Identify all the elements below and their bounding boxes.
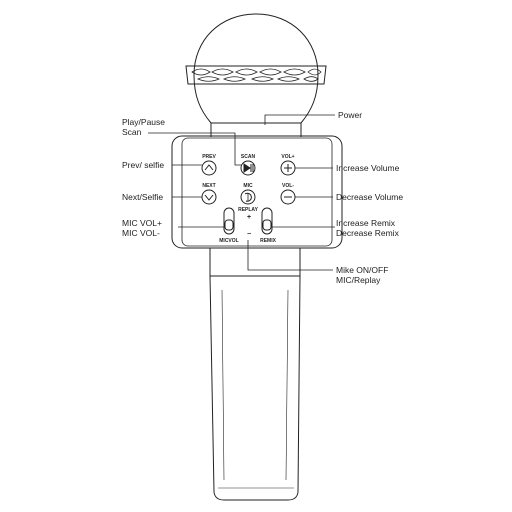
decrease-remix-label: Decrease Remix <box>336 228 399 238</box>
mic-ring-pattern <box>191 68 322 82</box>
chevron-up-icon <box>204 164 214 171</box>
panel-replay-text: REPLAY <box>238 207 258 213</box>
mic-head <box>193 13 319 124</box>
remix-slider[interactable] <box>261 207 273 235</box>
plus-icon <box>284 164 292 172</box>
mic-vol-minus-label: MIC VOL- <box>122 228 160 238</box>
next-button[interactable] <box>201 189 217 205</box>
callout-lines <box>148 114 335 271</box>
mic-handle-shade <box>221 289 289 481</box>
mic-replay-icon <box>244 192 252 202</box>
panel-plus-sign: + <box>247 214 251 221</box>
panel-minus-sign: − <box>247 231 251 238</box>
mic-button[interactable] <box>240 189 256 205</box>
increase-remix-label: Increase Remix <box>336 218 396 228</box>
panel-prev-text: PREV <box>202 154 216 160</box>
control-panel-face <box>181 137 333 247</box>
mic-neck <box>210 122 302 137</box>
mic-ring-band <box>185 65 327 85</box>
increase-volume-label: Increase Volume <box>336 163 400 173</box>
panel-micvol-text: MICVOL <box>219 238 238 244</box>
prev-selfie-label: Prev/ selfie <box>122 160 165 170</box>
next-selfie-label: Next/Selfie <box>122 192 164 202</box>
panel-vol-minus-text: VOL- <box>282 183 294 189</box>
panel-mic-text: MIC <box>243 183 253 189</box>
chevron-down-icon <box>204 194 214 201</box>
mic-replay-label: MIC/Replay <box>336 275 381 285</box>
panel-vol-plus-text: VOL+ <box>281 154 294 160</box>
control-panel <box>171 135 343 249</box>
play-pause-icon <box>243 163 254 173</box>
play-pause-label: Play/Pause <box>122 117 165 127</box>
remix-slider-knob[interactable] <box>262 219 272 231</box>
prev-button[interactable] <box>201 160 217 176</box>
scan-button[interactable] <box>240 160 256 176</box>
mic-collar <box>209 248 301 277</box>
panel-next-text: NEXT <box>202 183 215 189</box>
panel-scan-text: SCAN <box>241 154 256 160</box>
mic-vol-plus-label: MIC VOL+ <box>122 218 162 228</box>
mic-vol-slider-knob[interactable] <box>224 219 234 231</box>
mic-vol-slider[interactable] <box>223 207 235 235</box>
mic-handle <box>209 275 301 501</box>
decrease-volume-label: Decrease Volume <box>336 192 404 202</box>
power-label: Power <box>338 110 363 120</box>
panel-remix-text: REMIX <box>260 238 277 244</box>
mike-on-off-label: Mike ON/OFF <box>336 265 389 275</box>
scan-label: Scan <box>122 127 142 137</box>
